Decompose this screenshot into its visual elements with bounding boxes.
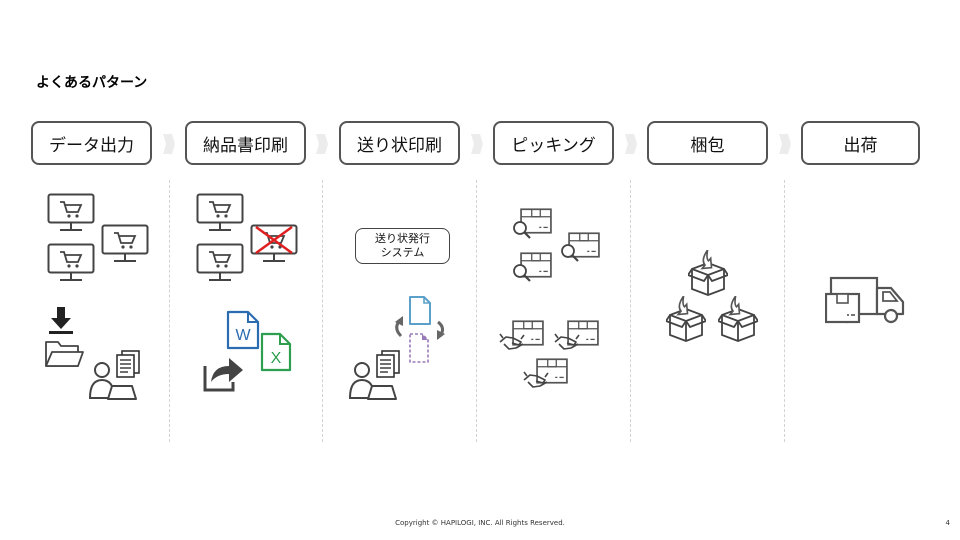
file-sync-icon xyxy=(395,296,445,363)
magnifier-icon xyxy=(560,243,580,263)
magnifier-icon xyxy=(512,263,532,283)
share-arrow-icon xyxy=(203,358,243,392)
step-packing[interactable]: 梱包 xyxy=(647,121,768,165)
column-divider xyxy=(322,180,323,442)
chevron-right-icon xyxy=(314,133,330,155)
shipping-system-box: 送り状発行 システム xyxy=(355,228,450,264)
download-icon xyxy=(49,307,73,334)
column-divider xyxy=(784,180,785,442)
page-title: よくあるパターン xyxy=(36,75,148,91)
arrow-down-icon xyxy=(724,296,746,318)
arrow-down-icon xyxy=(672,296,694,318)
computer-cart-icon xyxy=(101,224,149,264)
chevron-right-icon xyxy=(161,133,177,155)
step-picking[interactable]: ピッキング xyxy=(493,121,614,165)
column-divider xyxy=(630,180,631,442)
computer-cart-icon xyxy=(196,193,244,233)
chevron-right-icon xyxy=(777,133,793,155)
excel-file-icon: X xyxy=(260,332,292,372)
step-label: データ出力 xyxy=(49,135,134,156)
copyright-footer: Copyright © HAPILOGI, INC. All Rights Re… xyxy=(395,519,565,527)
computer-cart-icon xyxy=(47,193,95,233)
step-shipping[interactable]: 出荷 xyxy=(801,121,920,165)
excel-letter: X xyxy=(271,350,282,367)
step-label: 送り状印刷 xyxy=(357,135,442,156)
chevron-right-icon xyxy=(469,133,485,155)
document-icon xyxy=(376,350,400,378)
hand-icon xyxy=(523,368,549,390)
column-divider xyxy=(476,180,477,442)
step-delivery-note-print[interactable]: 納品書印刷 xyxy=(185,121,306,165)
page-number: 4 xyxy=(945,519,950,527)
word-file-icon: W xyxy=(226,310,260,350)
system-box-line1: 送り状発行 xyxy=(375,232,430,245)
step-label: 梱包 xyxy=(690,135,725,156)
folder-icon xyxy=(45,341,84,367)
computer-cart-icon xyxy=(47,243,95,283)
step-label: 出荷 xyxy=(843,135,878,156)
column-divider xyxy=(169,180,170,442)
system-box-line2: システム xyxy=(380,246,425,259)
hand-icon xyxy=(499,330,525,352)
step-label: ピッキング xyxy=(511,135,596,156)
document-icon xyxy=(116,350,140,378)
arrow-down-icon xyxy=(696,250,718,272)
word-letter: W xyxy=(235,327,251,344)
hand-icon xyxy=(554,330,580,352)
step-label: 納品書印刷 xyxy=(203,135,288,156)
chevron-right-icon xyxy=(623,133,639,155)
computer-cart-icon xyxy=(196,243,244,283)
cross-mark-icon xyxy=(255,225,293,255)
delivery-truck-icon xyxy=(825,276,905,324)
step-data-export[interactable]: データ出力 xyxy=(31,121,152,165)
magnifier-icon xyxy=(512,220,532,240)
step-shipping-label-print[interactable]: 送り状印刷 xyxy=(339,121,460,165)
